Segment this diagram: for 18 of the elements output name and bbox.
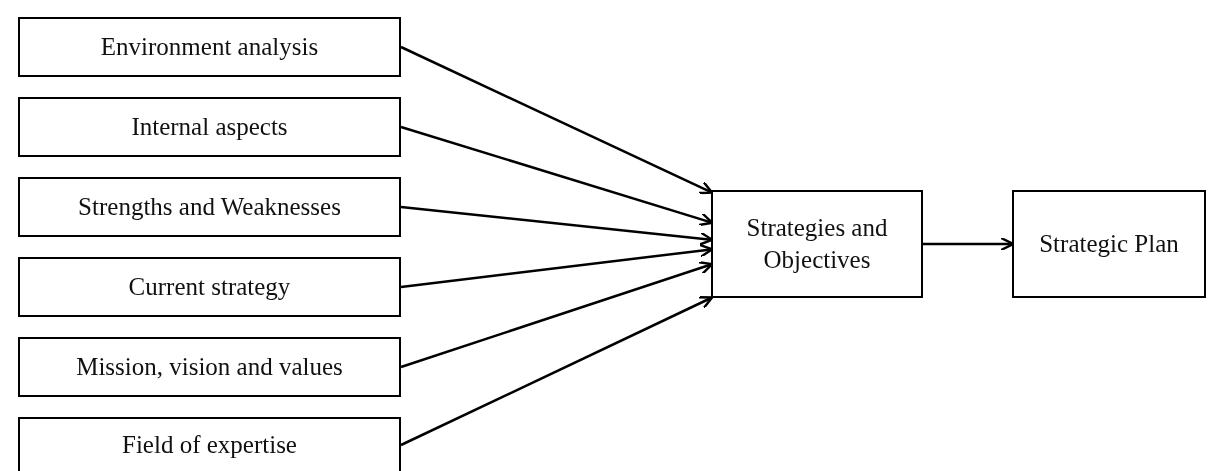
input-box (18, 257, 401, 317)
box-label: Internal aspects (130, 111, 289, 142)
process-box (711, 190, 923, 298)
box-label: Mission, vision and values (75, 351, 344, 382)
process-box (1012, 190, 1206, 298)
box-label: Strengths and Weaknesses (77, 191, 342, 222)
box-label: Environment analysis (99, 31, 320, 62)
box-label: Field of expertise (121, 429, 298, 460)
input-box (18, 177, 401, 237)
input-box (18, 337, 401, 397)
box-label: Strategies and Objectives (745, 212, 889, 275)
arrow (400, 296, 714, 447)
arrow (400, 45, 714, 195)
input-box (18, 97, 401, 157)
box-label: Strategic Plan (1038, 228, 1180, 259)
input-box (18, 417, 401, 471)
box-label: Current strategy (127, 271, 292, 302)
input-box (18, 17, 401, 77)
